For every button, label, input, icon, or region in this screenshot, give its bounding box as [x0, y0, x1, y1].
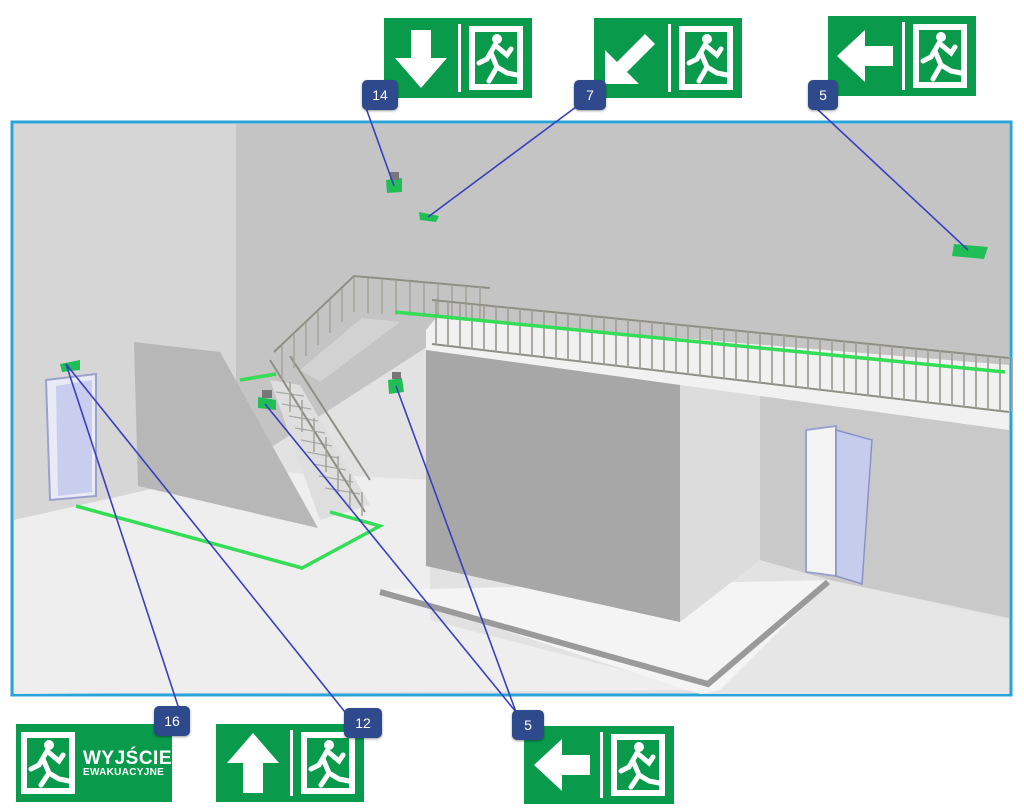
sign-divider [902, 22, 905, 90]
sign-divider [600, 732, 603, 798]
callout-badge-16: 16 [154, 706, 190, 736]
block-side [680, 380, 760, 622]
callout-badge-5-top: 5 [808, 80, 838, 110]
stair-rails [269, 274, 491, 513]
walkway-rim [379, 579, 830, 688]
fixture-5-top [952, 244, 988, 259]
mezzanine-railing [431, 299, 1010, 413]
door-leaf-right [835, 429, 873, 585]
running-person-icon [293, 724, 363, 802]
running-person-icon [905, 16, 975, 96]
door-leaf-left [56, 380, 92, 496]
fixture-12 [258, 397, 276, 410]
arrow-up-icon [216, 724, 290, 802]
callout-badge-12: 12 [344, 708, 382, 738]
fixture-5-bracket [392, 372, 401, 379]
floor [14, 470, 700, 694]
callout-badge-14: 14 [362, 80, 398, 110]
running-person-icon [16, 724, 81, 802]
floor-markings [75, 310, 1006, 570]
running-person-icon [671, 18, 741, 98]
fixture-16 [60, 360, 80, 372]
exit-sign-down [384, 18, 532, 98]
exit-sign-text-line2: EWAKUACYJNE [82, 766, 165, 778]
mezzanine-balusters [435, 300, 1013, 413]
arrow-left-icon [524, 726, 600, 804]
sign-divider [290, 730, 293, 796]
running-person-icon [603, 726, 673, 804]
exit-sign-up [216, 724, 364, 802]
exit-sign-text: WYJŚCIE EWAKUACYJNE [16, 724, 172, 802]
exit-sign-left-top [828, 16, 976, 96]
stair-wall [134, 342, 318, 528]
arrow-down-icon [384, 18, 458, 98]
lower-stair-balusters [289, 382, 363, 516]
leader-lines [65, 103, 969, 713]
sign-divider [668, 24, 671, 92]
block-front [426, 342, 680, 622]
stair-balusters [281, 277, 481, 380]
exit-sign-text-line1: WYJŚCIE [82, 747, 172, 769]
mezzanine-slab [426, 318, 1009, 430]
walkway-edge [380, 580, 830, 694]
exit-sign-down-left [594, 18, 742, 98]
callout-badge-5-bottom: 5 [512, 710, 544, 740]
sign-divider [458, 24, 461, 92]
fixture-12-bracket [262, 390, 272, 398]
arrow-down-left-icon [594, 18, 668, 98]
running-person-icon [461, 18, 531, 98]
exit-sign-left-bottom [524, 726, 674, 804]
arrow-left-icon [828, 16, 902, 96]
door-frame-right [805, 424, 837, 578]
stair-lower [270, 380, 370, 520]
callout-badge-7: 7 [574, 80, 606, 110]
fixture-14-bracket [390, 172, 399, 180]
stair-upper [300, 318, 400, 382]
